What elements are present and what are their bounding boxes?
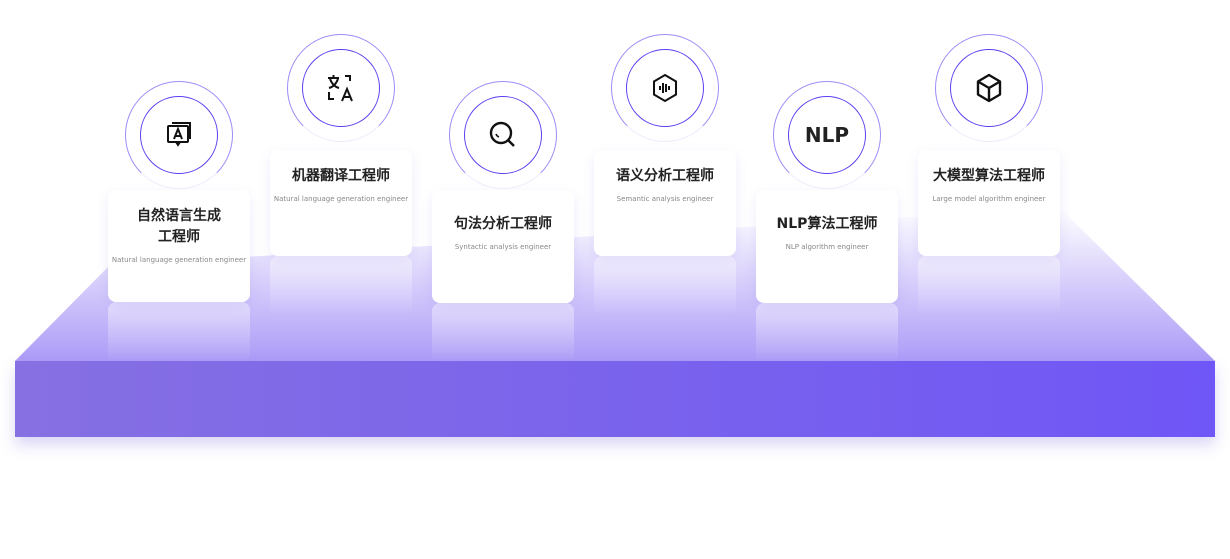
card-subtitle: Natural language generation engineer: [273, 195, 409, 203]
role-card-llm[interactable]: 大模型算法工程师 Large model algorithm engineer: [918, 150, 1060, 256]
translate-icon: [328, 75, 353, 102]
card-subtitle: Syntactic analysis engineer: [454, 243, 552, 251]
icon-ring: [125, 81, 233, 189]
icon-ring: [935, 34, 1043, 142]
card-title: 大模型算法工程师: [933, 168, 1045, 184]
role-card-mt[interactable]: 机器翻译工程师 Natural language generation engi…: [270, 150, 412, 256]
card-subtitle: Natural language generation engineer: [111, 256, 247, 264]
icon-ring: [287, 34, 395, 142]
cube-icon: [976, 73, 1002, 103]
card-subtitle: Semantic analysis engineer: [616, 195, 714, 203]
icon-ring: [611, 34, 719, 142]
card-reflection: [432, 303, 574, 363]
card-title: NLP算法工程师: [776, 216, 878, 232]
role-card-syntactic[interactable]: 句法分析工程师 Syntactic analysis engineer: [432, 190, 574, 303]
role-card-semantic[interactable]: 语义分析工程师 Semantic analysis engineer: [594, 150, 736, 256]
nlp-icon: NLP: [804, 123, 850, 147]
icon-ring: [449, 81, 557, 189]
chat-a-icon: [167, 122, 191, 147]
card-title: 机器翻译工程师: [292, 168, 390, 184]
card-subtitle: NLP algorithm engineer: [785, 243, 869, 251]
card-reflection: [918, 256, 1060, 316]
icon-ring: NLP: [773, 81, 881, 189]
card-subtitle: Large model algorithm engineer: [932, 195, 1046, 203]
card-title: 语义分析工程师: [616, 168, 714, 184]
card-reflection: [108, 302, 250, 362]
card-title: 句法分析工程师: [454, 216, 552, 232]
search-icon: [489, 121, 515, 147]
card-title: 自然语言生成工程师: [137, 208, 221, 245]
voice-wave-icon: [653, 73, 677, 103]
role-card-nlp[interactable]: NLP算法工程师 NLP algorithm engineer: [756, 190, 898, 303]
card-reflection: [594, 256, 736, 316]
role-card-nlg[interactable]: 自然语言生成工程师 Natural language generation en…: [108, 190, 250, 302]
platform-front: [15, 361, 1215, 437]
card-reflection: [756, 303, 898, 363]
card-reflection: [270, 256, 412, 316]
